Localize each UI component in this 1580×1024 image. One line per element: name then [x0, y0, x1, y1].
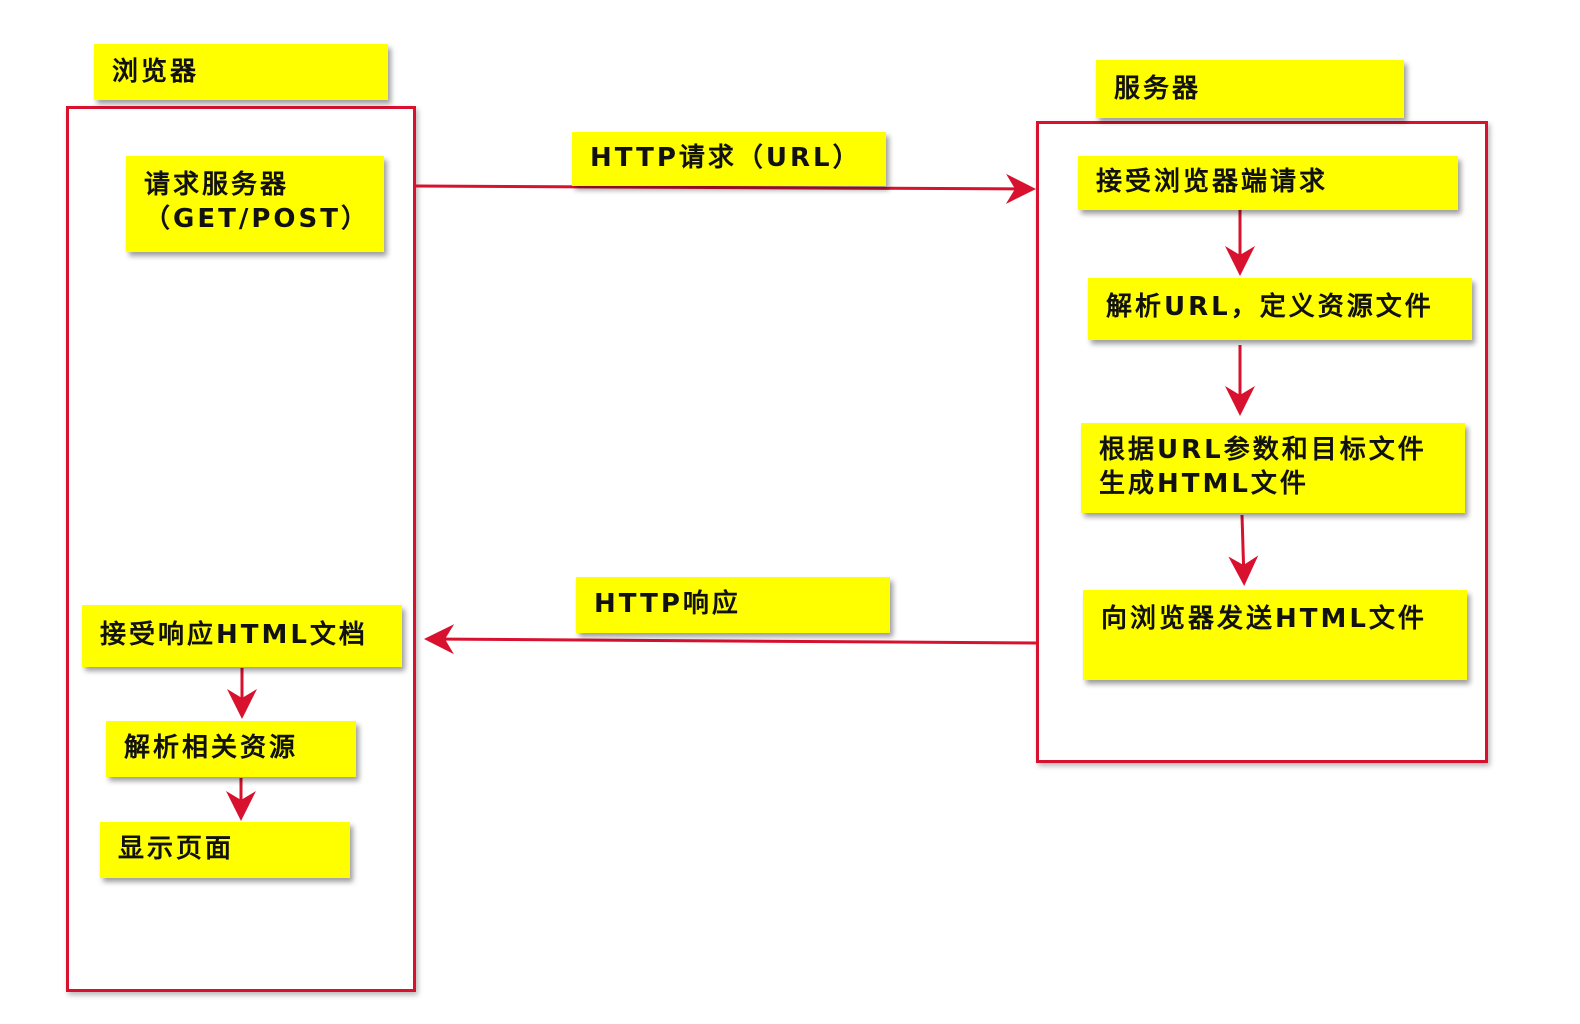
browser-title: 浏览器: [94, 44, 388, 100]
browser-step-receive-html: 接受响应HTML文档: [82, 605, 402, 667]
browser-step-parse-resources: 解析相关资源: [106, 721, 356, 777]
step-line: （GET/POST）: [144, 204, 370, 234]
step-line: 生成HTML文件: [1099, 469, 1309, 499]
server-step-parse-url: 解析URL，定义资源文件: [1088, 278, 1472, 340]
step-line: 根据URL参数和目标文件: [1099, 435, 1427, 465]
step-line: 请求服务器: [144, 170, 290, 200]
response-arrow: [424, 624, 1037, 655]
server-frame: [1036, 121, 1488, 763]
browser-frame: [66, 106, 416, 992]
browser-step-display-page: 显示页面: [100, 822, 350, 878]
server-step-accept-request: 接受浏览器端请求: [1078, 156, 1458, 210]
response-label: HTTP响应: [576, 577, 890, 633]
request-arrow: [415, 173, 1036, 204]
server-step-send-html: 向浏览器发送HTML文件: [1083, 590, 1467, 680]
server-title: 服务器: [1096, 60, 1404, 118]
browser-step-request-server: 请求服务器 （GET/POST）: [126, 156, 384, 252]
request-label: HTTP请求（URL）: [572, 132, 886, 186]
server-step-generate-html: 根据URL参数和目标文件 生成HTML文件: [1081, 423, 1465, 513]
